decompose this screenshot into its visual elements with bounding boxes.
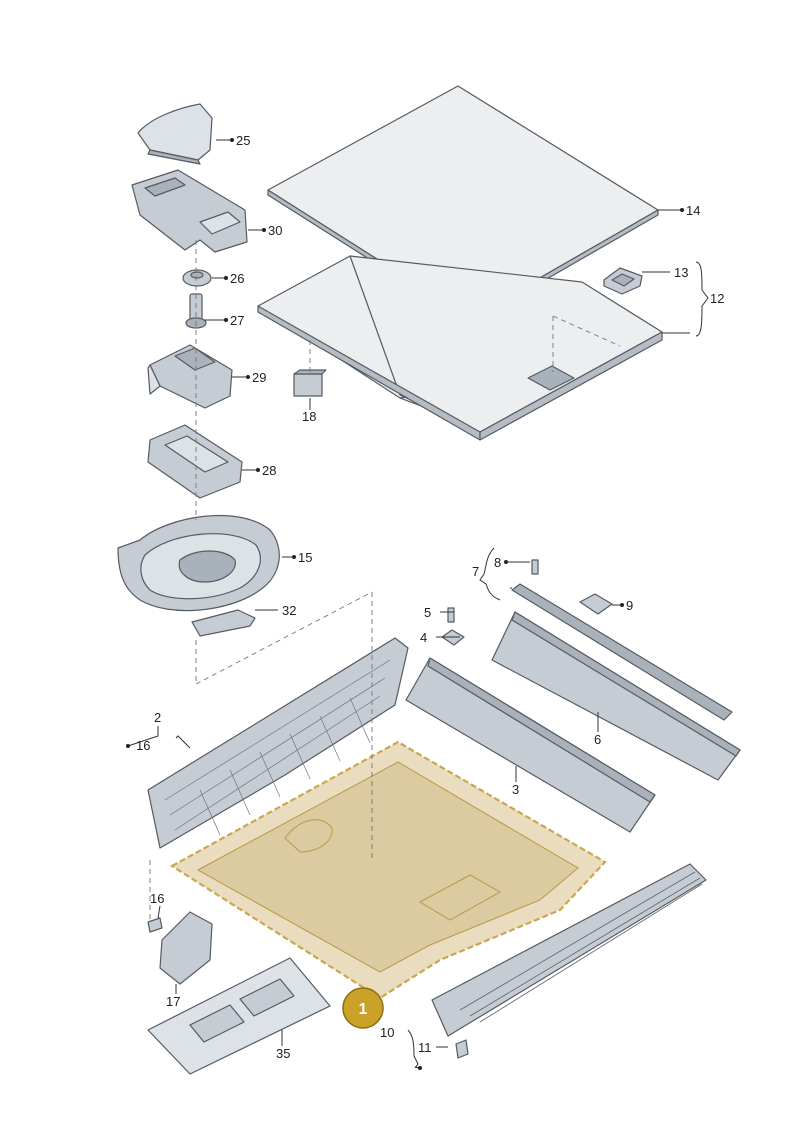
part-25-cover: [137, 103, 213, 165]
part-1-highlight-badge: 1: [342, 987, 384, 1029]
part-12-floor-panel-lower: [257, 255, 663, 441]
callout-16-lower: 16: [150, 891, 164, 906]
part-6-right-trim: [491, 611, 741, 781]
callout-5: 5: [424, 605, 431, 620]
part-3-left-trim: [405, 657, 656, 833]
callout-18: 18: [302, 409, 316, 424]
guide-lines: [149, 240, 373, 920]
part-30-tool-holder: [131, 169, 248, 253]
callout-3: 3: [512, 782, 519, 797]
part-17-bracket: [159, 911, 213, 985]
part-26-nut: [182, 269, 212, 287]
callout-1: 1: [359, 1001, 368, 1018]
part-15-wheel-well-insert: [117, 514, 280, 612]
part-7-rail-strip: [511, 583, 733, 721]
part-32-holder: [191, 609, 256, 637]
part-5-screw: [447, 607, 455, 623]
part-8-screw: [531, 559, 539, 575]
callout-7: 7: [472, 564, 479, 579]
part-28-tray-frame: [147, 424, 243, 499]
part-35-cover-plate: [147, 957, 331, 1075]
callout-12: 12: [710, 291, 724, 306]
callout-16-upper: 16: [136, 738, 150, 753]
part-29-bracket: [147, 344, 233, 409]
callout-labels: 25 30 26 27 29 28 15 32 14 13 12 18 5 4 …: [136, 133, 724, 1061]
callout-14: 14: [686, 203, 700, 218]
part-16-clip: [147, 917, 163, 933]
callout-32: 32: [282, 603, 296, 618]
part-2-side-trim: [147, 637, 409, 849]
callout-25: 25: [236, 133, 250, 148]
callout-26: 26: [230, 271, 244, 286]
part-10-sill-trim: [431, 863, 707, 1037]
callout-11: 11: [418, 1040, 432, 1055]
leader-lines: [127, 139, 709, 1069]
callout-8: 8: [494, 555, 501, 570]
callout-30: 30: [268, 223, 282, 238]
callout-13: 13: [674, 265, 688, 280]
part-13-handle: [603, 267, 643, 295]
callout-35: 35: [276, 1046, 290, 1061]
callout-2: 2: [154, 710, 161, 725]
callout-28: 28: [262, 463, 276, 478]
callout-9: 9: [626, 598, 633, 613]
callout-27: 27: [230, 313, 244, 328]
callout-15: 15: [298, 550, 312, 565]
callout-29: 29: [252, 370, 266, 385]
part-18-block: [293, 369, 327, 397]
callout-17: 17: [166, 994, 180, 1009]
callout-6: 6: [594, 732, 601, 747]
part-1-luggage-floor: [169, 740, 607, 1000]
leader-dots: [126, 138, 684, 1070]
callout-4: 4: [420, 630, 427, 645]
part-9-clip: [579, 593, 613, 615]
part-11-clip: [455, 1039, 469, 1059]
callout-10: 10: [380, 1025, 394, 1040]
